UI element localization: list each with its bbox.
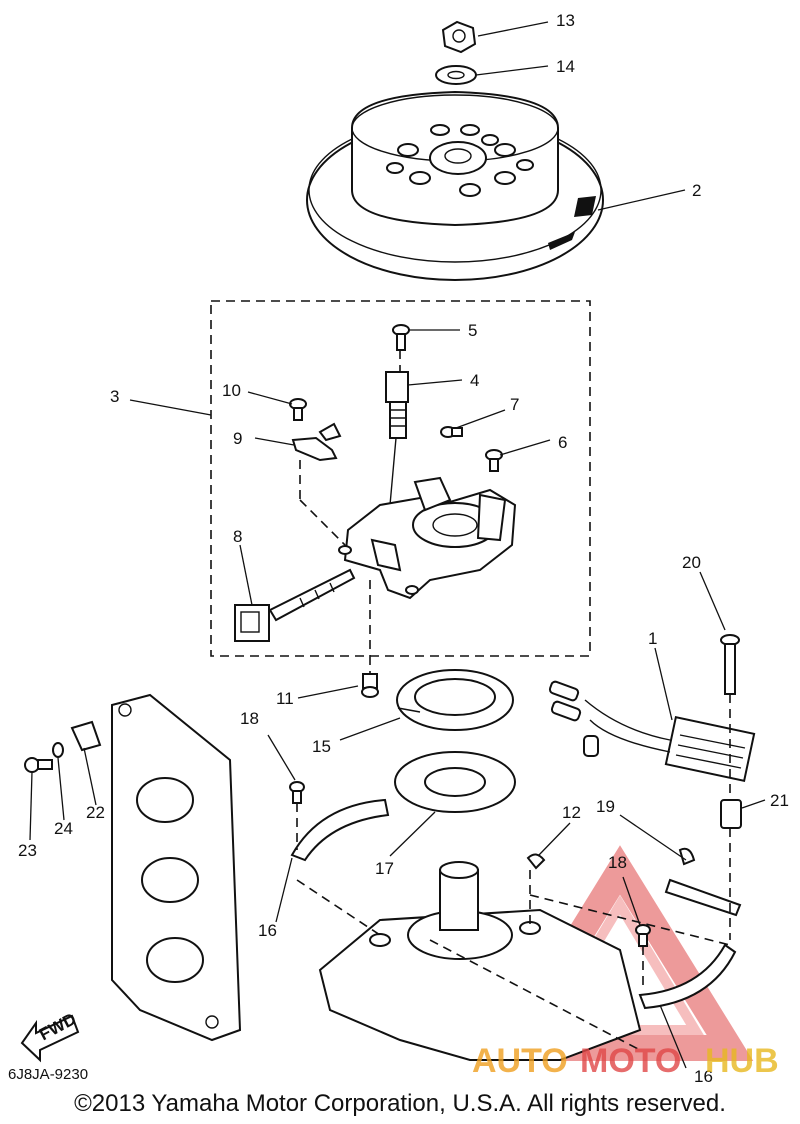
washer (435, 65, 477, 85)
callout-18-left: 18 (240, 709, 259, 728)
manifold-cover (111, 693, 242, 1042)
ignition-coil (548, 680, 756, 782)
leader-lines (29, 21, 766, 1069)
callout-9: 9 (233, 429, 242, 448)
screw-23 (24, 757, 53, 773)
watermark-part2: MOTO (580, 1042, 681, 1080)
retainer-left (290, 798, 390, 862)
woodruff-key (526, 853, 546, 870)
stator-base (338, 476, 517, 600)
watermark-part1: AUTO (472, 1042, 568, 1080)
callout-10: 10 (222, 381, 241, 400)
power-head-base (318, 861, 642, 1061)
lead-wire-coupler (234, 568, 356, 642)
callout-16-right: 16 (694, 1067, 713, 1086)
screw-7 (440, 426, 463, 438)
flywheel-magneto (306, 90, 604, 281)
callout-13: 13 (556, 11, 575, 30)
hose-clip (70, 720, 102, 752)
callout-16-left: 16 (258, 921, 277, 940)
callout-labels: 13 14 2 3 5 4 7 6 10 9 8 11 15 17 18 16 … (18, 11, 789, 1086)
callout-23: 23 (18, 841, 37, 860)
callout-8: 8 (233, 527, 242, 546)
callout-17: 17 (375, 859, 394, 878)
callout-19: 19 (596, 797, 615, 816)
callout-1: 1 (648, 629, 657, 648)
callout-24: 24 (54, 819, 73, 838)
screw-6 (485, 449, 503, 472)
screw-5 (392, 324, 410, 351)
callout-4: 4 (470, 371, 479, 390)
washer-24 (52, 742, 64, 758)
screw-18-left (289, 781, 305, 804)
callout-14: 14 (556, 57, 575, 76)
copyright-notice: ©2013 Yamaha Motor Corporation, U.S.A. A… (74, 1090, 726, 1117)
ground-lead (664, 847, 742, 917)
callout-7: 7 (510, 395, 519, 414)
flywheel-nut (441, 20, 477, 54)
callout-22: 22 (86, 803, 105, 822)
screw-18-right (635, 924, 651, 947)
watermark-text: AUTO MOTO HUB (472, 1042, 779, 1080)
pulser-coil (385, 371, 409, 506)
bracket (291, 422, 342, 462)
assembly-lines (296, 350, 731, 1051)
callout-11: 11 (276, 689, 294, 708)
screw-10 (289, 398, 307, 421)
callout-21: 21 (770, 791, 789, 810)
callout-5: 5 (468, 321, 477, 340)
ring-plate (396, 669, 514, 731)
diagram-code: 6J8JA-9230 (8, 1066, 89, 1083)
bolt-11 (361, 673, 379, 698)
callout-12: 12 (562, 803, 581, 822)
stator-assembly-box (210, 300, 591, 657)
callout-18-right: 18 (608, 853, 627, 872)
bolt-20 (720, 634, 740, 695)
watermark-part3: HUB (705, 1042, 779, 1080)
callout-3: 3 (110, 387, 119, 406)
collar (720, 799, 742, 829)
callout-2: 2 (692, 181, 701, 200)
fwd-arrow: FWD (20, 1009, 80, 1063)
callout-15: 15 (312, 737, 331, 756)
callout-20: 20 (682, 553, 701, 572)
callout-6: 6 (558, 433, 567, 452)
gasket (394, 751, 516, 813)
retainer-right (638, 943, 737, 1010)
